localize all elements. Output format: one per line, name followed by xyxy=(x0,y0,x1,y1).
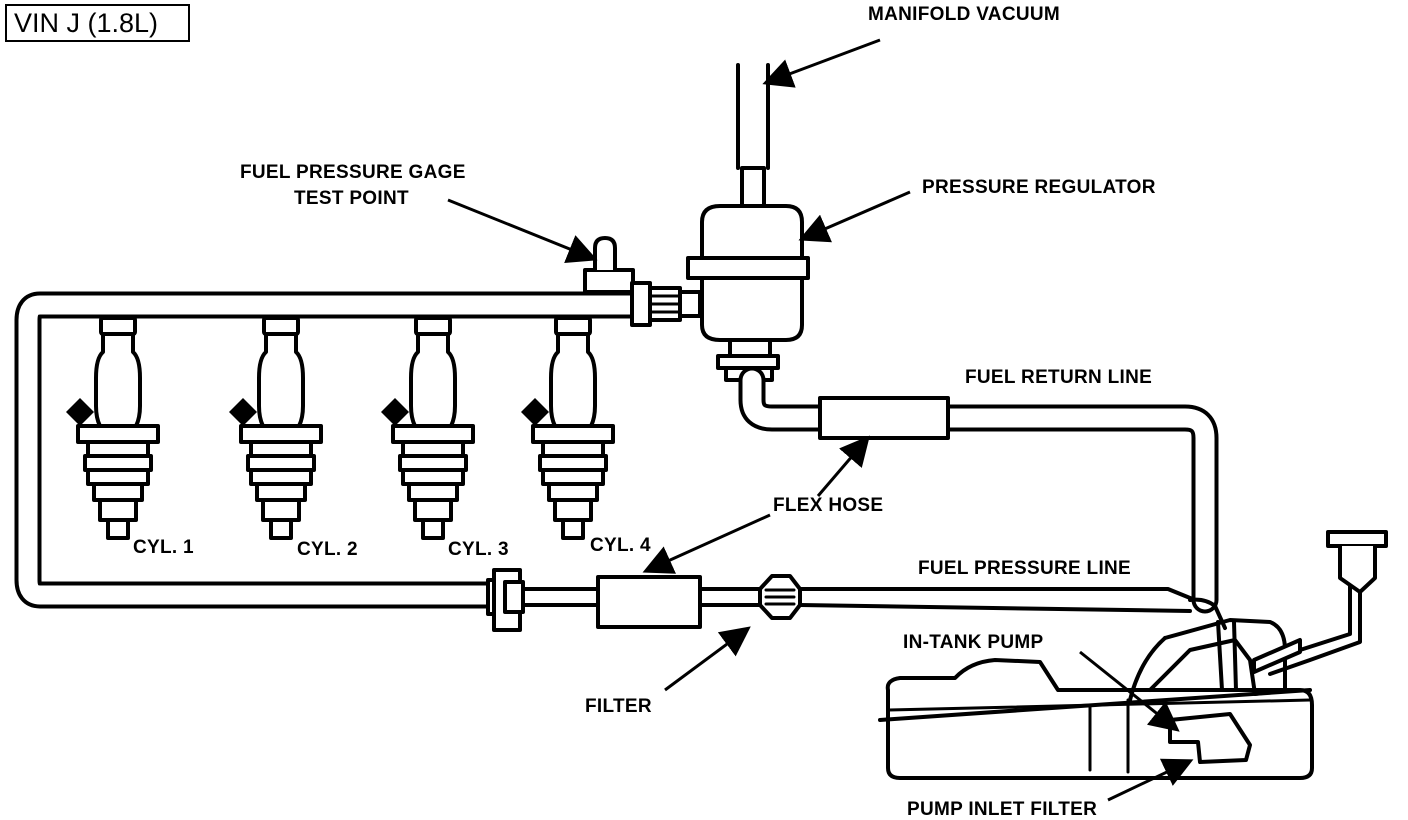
label-pump-inlet-filter: PUMP INLET FILTER xyxy=(907,799,1097,820)
pressure-line-nut xyxy=(486,568,525,632)
pressure-flex-hose xyxy=(596,575,702,629)
manifold-vacuum-arrow xyxy=(762,38,881,88)
leader-lines xyxy=(447,38,1194,802)
label-test-point: TEST POINT xyxy=(294,188,409,209)
filter-arrow xyxy=(664,626,751,692)
title: VIN J (1.8L) xyxy=(14,8,158,38)
label-cyl-3: CYL. 3 xyxy=(448,539,509,560)
fuel-tank xyxy=(878,530,1388,780)
rail-fitting xyxy=(630,281,702,327)
label-cyl-1: CYL. 1 xyxy=(133,537,194,558)
return-flex-hose xyxy=(818,396,950,440)
label-filter: FILTER xyxy=(585,696,652,717)
label-fuel-return-line: FUEL RETURN LINE xyxy=(965,367,1152,388)
label-flex-hose: FLEX HOSE xyxy=(773,495,883,516)
injector-cyl-1 xyxy=(64,316,160,540)
label-fuel-pressure-gage: FUEL PRESSURE GAGE xyxy=(240,162,466,183)
pump-inlet-filter-arrow xyxy=(1107,758,1194,802)
injector-cyl-2 xyxy=(227,316,323,540)
label-fuel-pressure-line: FUEL PRESSURE LINE xyxy=(918,558,1131,579)
label-cyl-2: CYL. 2 xyxy=(297,539,358,560)
pressure-regulator-arrow xyxy=(798,190,911,243)
injector-cyl-4 xyxy=(519,316,615,540)
fuel-rail xyxy=(14,291,646,609)
fuel-pressure-line xyxy=(518,587,1197,613)
in-tank-pump-arrow xyxy=(1079,650,1180,732)
title-box: VIN J (1.8L) xyxy=(5,4,190,42)
fuel-return-line xyxy=(738,366,1219,614)
flex-hose-arrow-lower xyxy=(642,513,771,574)
test-point-arrow xyxy=(447,198,598,263)
flex-hose-arrow-upper xyxy=(816,435,870,497)
label-pressure-regulator: PRESSURE REGULATOR xyxy=(922,177,1156,198)
inline-filter xyxy=(758,574,802,620)
fuel-pressure-test-point xyxy=(583,236,635,294)
injector-cyl-3 xyxy=(379,316,475,540)
label-in-tank-pump: IN-TANK PUMP xyxy=(903,632,1043,653)
label-cyl-4: CYL. 4 xyxy=(590,535,651,556)
pressure-regulator xyxy=(686,63,810,382)
label-manifold-vacuum: MANIFOLD VACUUM xyxy=(868,4,1060,25)
